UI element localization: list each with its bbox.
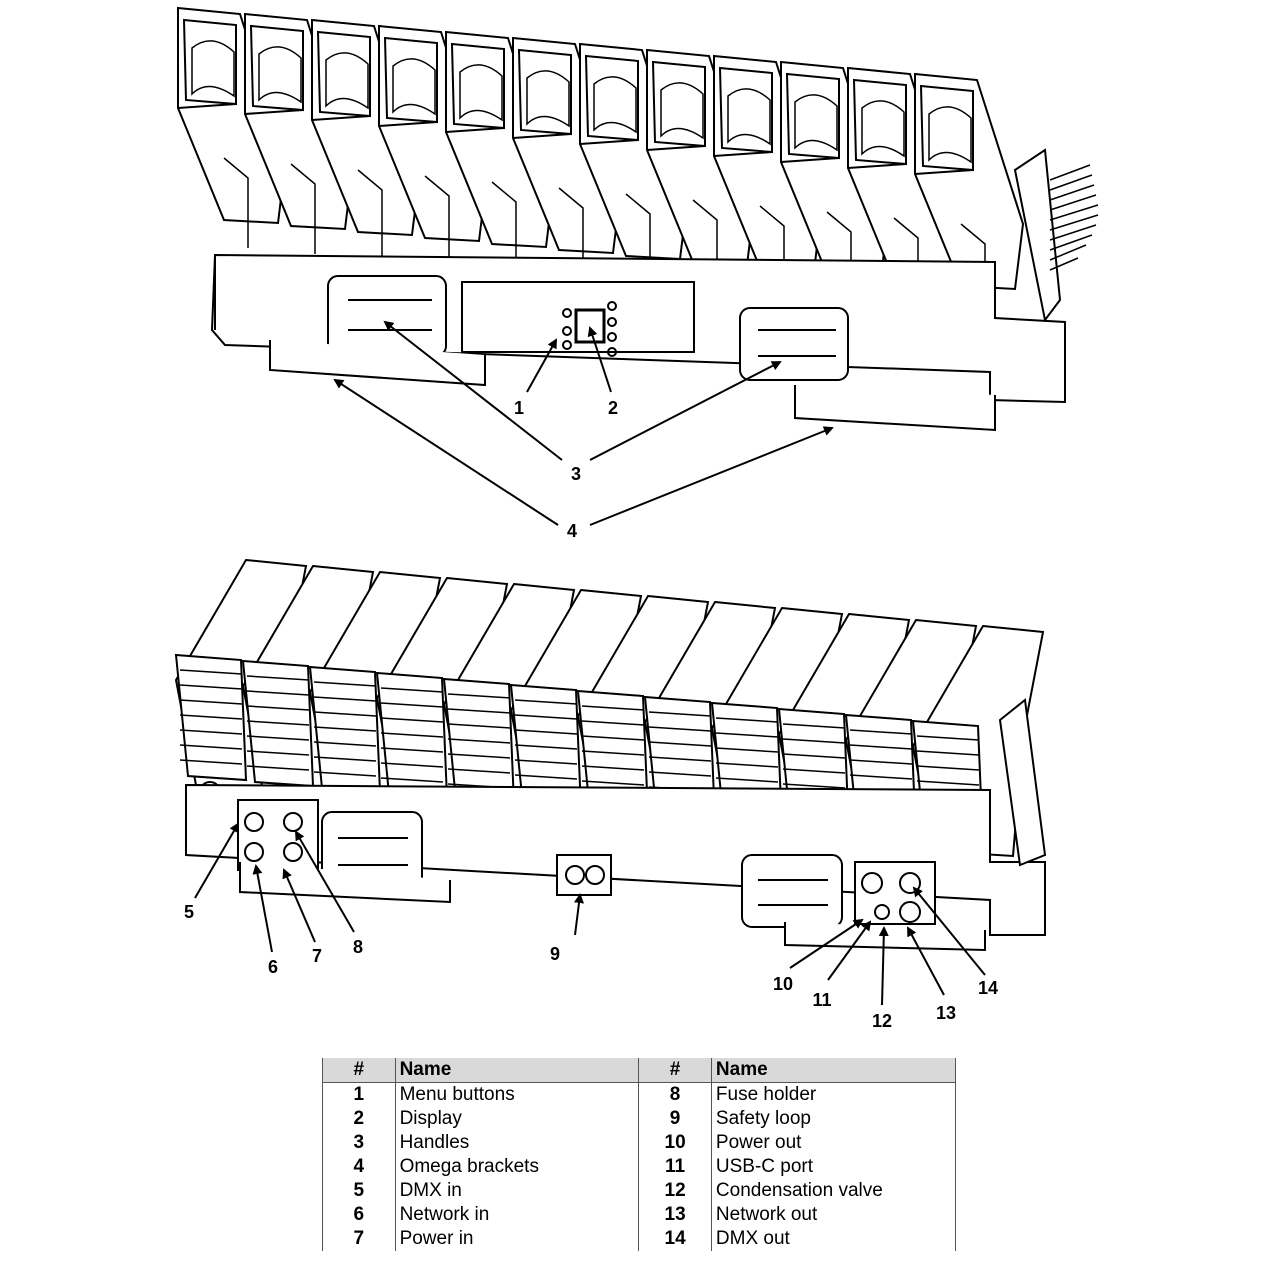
light-head: [445, 30, 556, 272]
front-omega-left: [269, 340, 486, 387]
row-name-right: Power out: [710, 1131, 957, 1155]
rear-side-yoke: [998, 698, 1047, 867]
row-name-right: DMX out: [710, 1227, 957, 1251]
callout-8: 8: [353, 937, 363, 957]
row-num-right: 10: [638, 1131, 712, 1155]
light-head: [713, 54, 824, 296]
front-view-fixture: [177, 6, 1099, 432]
callout-1: 1: [514, 398, 524, 418]
row-num-right: 8: [638, 1082, 712, 1107]
light-head: [780, 60, 891, 302]
row-name-right: Condensation valve: [710, 1179, 957, 1203]
row-name-right: Fuse holder: [710, 1082, 957, 1107]
header-num-left: #: [322, 1058, 396, 1083]
row-num-right: 11: [638, 1155, 712, 1179]
front-omega-right: [794, 385, 996, 432]
callout-7: 7: [312, 946, 322, 966]
table-row: 4 Omega brackets 11 USB-C port: [322, 1155, 957, 1179]
callout-12: 12: [872, 1011, 892, 1031]
front-side-yoke: [1013, 148, 1062, 323]
row-num-right: 12: [638, 1179, 712, 1203]
callout-9: 9: [550, 944, 560, 964]
callout-labels: 1 2 3 4 5 6 7 8 9 10 11 12 13 14: [184, 398, 998, 1031]
front-heatsink: [1049, 164, 1099, 271]
light-head: [847, 66, 958, 308]
row-num-left: 2: [322, 1107, 396, 1131]
row-name-left: DMX in: [394, 1179, 640, 1203]
front-handle-right: [739, 307, 849, 381]
header-name-left: Name: [394, 1058, 640, 1083]
callout-13: 13: [936, 1003, 956, 1023]
row-name-left: Network in: [394, 1203, 640, 1227]
row-num-left: 7: [322, 1227, 396, 1251]
display-window: [574, 308, 606, 344]
header-name-right: Name: [710, 1058, 957, 1083]
light-head: [579, 42, 690, 284]
row-num-left: 4: [322, 1155, 396, 1179]
row-num-right: 14: [638, 1227, 712, 1251]
row-num-left: 5: [322, 1179, 396, 1203]
row-name-left: Power in: [394, 1227, 640, 1251]
table-header-row: # Name # Name: [322, 1058, 957, 1083]
light-head: [914, 72, 1025, 314]
table-row: 6 Network in 13 Network out: [322, 1203, 957, 1227]
callout-6: 6: [268, 957, 278, 977]
row-name-right: USB-C port: [710, 1155, 957, 1179]
row-num-right: 13: [638, 1203, 712, 1227]
table-row: 5 DMX in 12 Condensation valve: [322, 1179, 957, 1203]
light-head: [378, 24, 489, 266]
rear-view-fixture: [174, 558, 1047, 952]
row-name-right: Network out: [710, 1203, 957, 1227]
light-head: [646, 48, 757, 290]
row-num-right: 9: [638, 1107, 712, 1131]
rear-handle-right: [741, 854, 843, 928]
row-num-left: 3: [322, 1131, 396, 1155]
row-num-left: 6: [322, 1203, 396, 1227]
row-name-left: Handles: [394, 1131, 640, 1155]
callout-2: 2: [608, 398, 618, 418]
rear-omega-right: [784, 922, 986, 952]
leader-lines: [194, 320, 986, 1006]
rear-output-panel: [854, 861, 936, 925]
table-row: 1 Menu buttons 8 Fuse holder: [322, 1082, 957, 1107]
fixture-diagram: 1 2 3 4 5 6 7 8 9 10 11 12 13 14: [174, 6, 1099, 1031]
light-head: [244, 12, 355, 254]
light-head: [177, 6, 288, 248]
parts-legend-table: # Name # Name 1 Menu buttons 8 Fuse hold…: [322, 1058, 957, 1251]
callout-14: 14: [978, 978, 998, 998]
row-name-right: Safety loop: [710, 1107, 957, 1131]
header-num-right: #: [638, 1058, 712, 1083]
front-view-heads: [177, 6, 1025, 314]
callout-5: 5: [184, 902, 194, 922]
callout-10: 10: [773, 974, 793, 994]
table-row: 2 Display 9 Safety loop: [322, 1107, 957, 1131]
table-row: 7 Power in 14 DMX out: [322, 1227, 957, 1251]
light-head: [512, 36, 623, 278]
front-handle-left: [327, 275, 447, 357]
light-head: [311, 18, 422, 260]
row-name-left: Omega brackets: [394, 1155, 640, 1179]
row-name-left: Menu buttons: [394, 1082, 640, 1107]
row-num-left: 1: [322, 1082, 396, 1107]
callout-11: 11: [812, 990, 831, 1010]
row-name-left: Display: [394, 1107, 640, 1131]
table-row: 3 Handles 10 Power out: [322, 1131, 957, 1155]
callout-3: 3: [571, 464, 581, 484]
callout-4: 4: [567, 521, 577, 541]
rear-input-panel: [237, 799, 319, 871]
